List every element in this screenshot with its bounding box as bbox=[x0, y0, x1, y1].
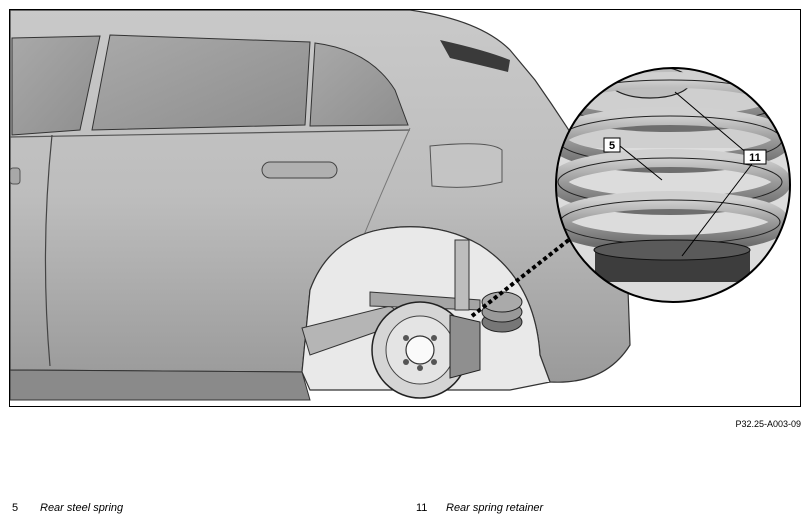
belt-line bbox=[10, 129, 411, 138]
callout-leader-5 bbox=[619, 145, 663, 181]
vehicle-illustration: 5 11 bbox=[10, 10, 791, 401]
callout-label-11: 11 bbox=[749, 152, 761, 164]
callout-leader-11b bbox=[681, 159, 756, 257]
legend-label: Rear steel spring bbox=[40, 502, 124, 514]
fuel-flap bbox=[429, 143, 503, 188]
callout-leader-11a bbox=[674, 91, 756, 161]
figure-frame: 5 11 bbox=[9, 9, 801, 407]
brake-disc bbox=[371, 301, 469, 399]
rear-door-window bbox=[11, 35, 101, 136]
side-sill bbox=[10, 369, 311, 401]
quarter-window bbox=[91, 34, 311, 131]
zoom-leader-line bbox=[470, 233, 577, 318]
callout-box-5 bbox=[603, 137, 621, 153]
figure-reference-code: P32.25-A003-09 bbox=[735, 419, 801, 429]
brake-caliper bbox=[449, 314, 481, 379]
door-handle bbox=[261, 161, 338, 179]
rear-spoiler bbox=[440, 40, 510, 72]
rear-side-window bbox=[309, 42, 409, 127]
legend-number: 11 bbox=[416, 502, 428, 514]
spring-assembly-small bbox=[481, 291, 523, 333]
legend-label: Rear spring retainer bbox=[446, 502, 544, 514]
legend-number: 5 bbox=[12, 502, 19, 514]
callout-box-11 bbox=[743, 149, 767, 165]
callout-label-5: 5 bbox=[609, 140, 615, 152]
door-seam bbox=[44, 134, 53, 367]
shock-absorber bbox=[454, 239, 470, 311]
detail-magnifier: 5 11 bbox=[555, 67, 791, 303]
